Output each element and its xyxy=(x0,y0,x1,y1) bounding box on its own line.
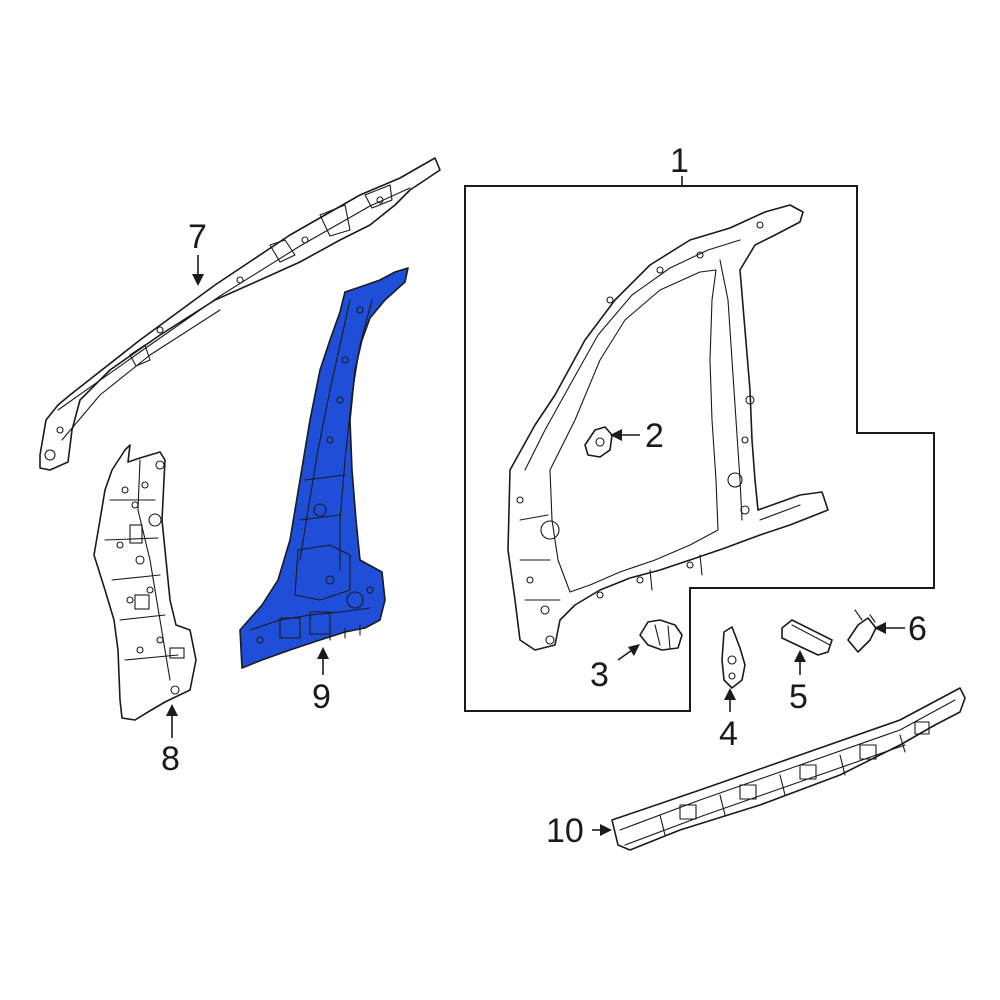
callout-7-label: 7 xyxy=(188,218,207,256)
callout-7-arrow xyxy=(192,274,204,286)
part-8-pillar-inner[interactable] xyxy=(93,444,197,721)
callout-6-arrow xyxy=(874,622,886,634)
callout-1-label: 1 xyxy=(670,142,689,180)
part-2-bracket[interactable] xyxy=(584,426,613,458)
part-4-hinge-plate[interactable] xyxy=(721,626,746,689)
part-1-group-box xyxy=(464,185,935,712)
callout-5-label: 5 xyxy=(789,678,808,716)
callout-4-arrow xyxy=(724,688,736,700)
part-5-reinforcement[interactable] xyxy=(781,619,833,656)
part-6-clip[interactable] xyxy=(847,609,877,653)
callout-8-arrow xyxy=(166,704,178,716)
callout-2-label: 2 xyxy=(645,417,664,455)
callout-4-label: 4 xyxy=(719,715,738,753)
part-9-center-pillar[interactable] xyxy=(239,267,409,669)
part-3-bracket[interactable] xyxy=(639,619,683,651)
callout-10-label: 10 xyxy=(546,812,584,850)
callout-3-label: 3 xyxy=(590,656,609,694)
part-9-highlight-fill xyxy=(239,267,409,669)
part-10-rocker-panel[interactable] xyxy=(611,687,966,851)
callout-2-arrow xyxy=(610,429,622,441)
callout-9-label: 9 xyxy=(312,678,331,716)
part-1-body-side-aperture[interactable] xyxy=(507,204,829,651)
callout-6-label: 6 xyxy=(908,610,927,648)
callout-9-arrow xyxy=(317,647,329,659)
part-7-roof-rail[interactable] xyxy=(39,157,441,471)
callout-8-label: 8 xyxy=(161,740,180,778)
callout-3-arrow xyxy=(628,644,640,656)
callout-10-arrow xyxy=(600,824,612,836)
callout-5-arrow xyxy=(794,650,806,662)
